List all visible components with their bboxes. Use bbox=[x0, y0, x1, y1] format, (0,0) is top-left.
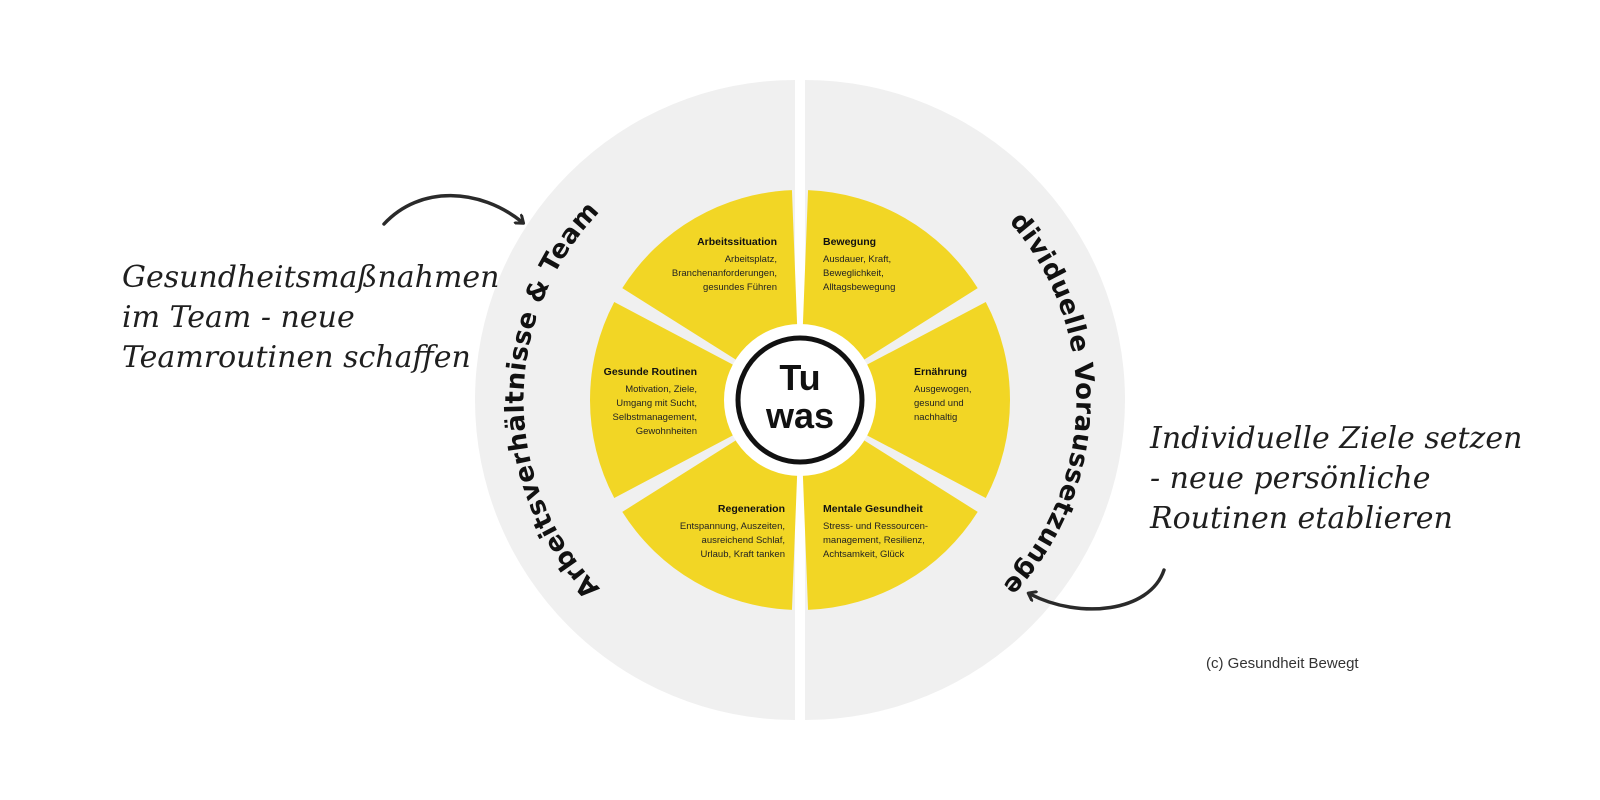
segment-title: Mentale Gesundheit bbox=[823, 503, 923, 515]
segment-line: Branchenanforderungen, bbox=[672, 268, 777, 279]
segment-title: Bewegung bbox=[823, 236, 876, 248]
segment-title: Gesunde Routinen bbox=[604, 366, 697, 378]
center-badge: Tu was bbox=[735, 335, 865, 465]
segment-line: gesund und bbox=[914, 398, 964, 409]
annotation-left-line: Teamroutinen schaffen bbox=[122, 340, 471, 375]
arrow-right-icon bbox=[1030, 568, 1166, 611]
segment-line: Arbeitsplatz, bbox=[725, 254, 777, 265]
arrow-left-icon bbox=[382, 194, 522, 226]
segment-line: management, Resilienz, bbox=[823, 535, 925, 546]
segment-line: Beweglichkeit, bbox=[823, 268, 884, 279]
copyright-text: (c) Gesundheit Bewegt bbox=[1206, 655, 1359, 672]
segment-line: Umgang mit Sucht, bbox=[616, 398, 697, 409]
segment-line: Ausdauer, Kraft, bbox=[823, 254, 891, 265]
segment-label-bewegung: Bewegung Ausdauer, Kraft, Beweglichkeit,… bbox=[823, 236, 895, 293]
annotation-right: Individuelle Ziele setzen - neue persönl… bbox=[1149, 421, 1522, 536]
segment-title: Regeneration bbox=[718, 503, 785, 515]
annotation-right-line: Routinen etablieren bbox=[1149, 501, 1453, 536]
segment-line: nachhaltig bbox=[914, 412, 957, 423]
annotation-right-line: Individuelle Ziele setzen bbox=[1149, 421, 1522, 456]
segment-label-gesunde-routinen: Gesunde Routinen Motivation, Ziele, Umga… bbox=[604, 366, 697, 437]
segment-label-arbeitssituation: Arbeitssituation Arbeitsplatz, Branchena… bbox=[672, 236, 777, 293]
segment-line: Alltagsbewegung bbox=[823, 282, 895, 293]
segment-title: Ernährung bbox=[914, 366, 967, 378]
segment-label-ernaehrung: Ernährung Ausgewogen, gesund und nachhal… bbox=[914, 366, 972, 423]
segment-ernaehrung bbox=[800, 302, 1011, 498]
annotation-left-line: im Team - neue bbox=[122, 300, 355, 335]
segment-line: Gewohnheiten bbox=[636, 426, 697, 437]
annotation-left: Gesundheitsmaßnahmen im Team - neue Team… bbox=[122, 260, 500, 375]
annotation-right-line: - neue persönliche bbox=[1150, 461, 1431, 496]
segment-label-mentale-gesundheit: Mentale Gesundheit Stress- und Ressource… bbox=[823, 503, 928, 560]
center-text-line2: was bbox=[765, 395, 834, 436]
segment-line: Urlaub, Kraft tanken bbox=[701, 549, 786, 560]
segment-line: gesundes Führen bbox=[703, 282, 777, 293]
segment-line: ausreichend Schlaf, bbox=[702, 535, 785, 546]
segment-line: Achtsamkeit, Glück bbox=[823, 549, 905, 560]
segment-title: Arbeitssituation bbox=[697, 236, 777, 248]
segment-line: Motivation, Ziele, bbox=[625, 384, 697, 395]
center-text-line1: Tu bbox=[779, 357, 820, 398]
segment-label-regeneration: Regeneration Entspannung, Auszeiten, aus… bbox=[680, 503, 785, 560]
segment-line: Entspannung, Auszeiten, bbox=[680, 521, 785, 532]
segment-line: Selbstmanagement, bbox=[613, 412, 698, 423]
annotation-left-line: Gesundheitsmaßnahmen bbox=[122, 260, 500, 295]
segment-line: Stress- und Ressourcen- bbox=[823, 521, 928, 532]
segment-gesunde-routinen bbox=[590, 302, 800, 498]
segment-line: Ausgewogen, bbox=[914, 384, 972, 395]
